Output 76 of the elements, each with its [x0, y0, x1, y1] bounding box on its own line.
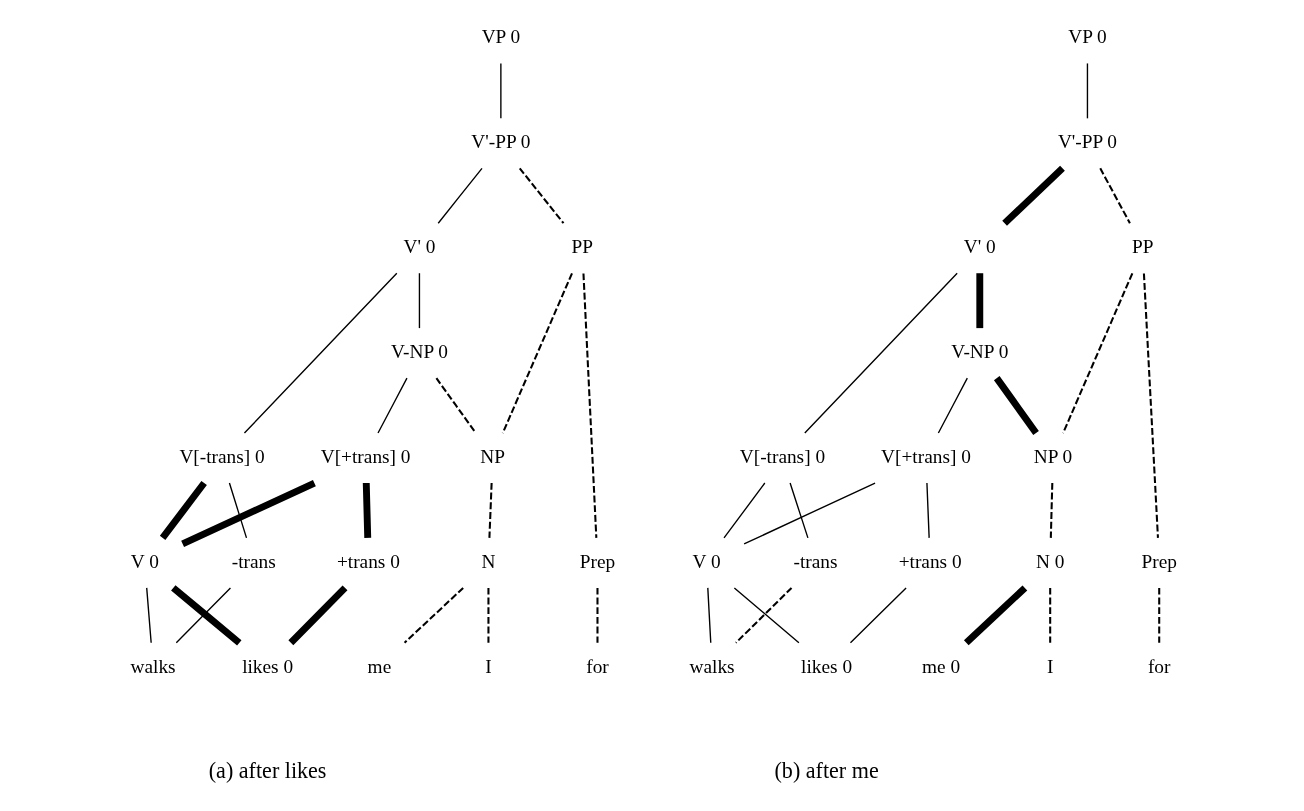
node-text: V 0: [692, 550, 721, 572]
connector: [181, 479, 316, 548]
node-text: V' 0: [963, 236, 996, 258]
connector: [146, 587, 152, 644]
connector: [743, 482, 876, 545]
connector: [582, 273, 598, 538]
node-text: PP: [571, 236, 594, 258]
node-text: Prep: [579, 550, 616, 572]
connector: [804, 272, 958, 434]
node-text: VP 0: [1068, 26, 1107, 48]
node-text: VP 0: [481, 26, 521, 48]
node-text: V[-trans] 0: [179, 446, 265, 468]
connector: [228, 482, 248, 539]
connector: [243, 272, 398, 434]
connector: [926, 482, 930, 539]
connector: [418, 272, 421, 329]
node-text: walks: [130, 655, 176, 677]
connector: [1049, 587, 1052, 643]
node-text: I: [1046, 655, 1054, 677]
connector: [288, 585, 348, 646]
node-text: likes 0: [801, 655, 853, 677]
connector: [993, 376, 1039, 435]
connector: [596, 587, 599, 643]
node-text: for: [586, 655, 609, 677]
connector: [1142, 273, 1159, 538]
connector: [488, 482, 493, 538]
connector: [707, 587, 712, 644]
node-text: PP: [1131, 236, 1154, 258]
connector: [175, 587, 232, 644]
connector: [518, 167, 565, 224]
connector: [1002, 165, 1065, 226]
node-text: V[+trans] 0: [881, 446, 971, 468]
node-text: likes 0: [242, 655, 294, 677]
node-text: me: [367, 655, 392, 677]
connector: [1049, 483, 1054, 538]
node-text: V' 0: [403, 236, 436, 258]
connector: [435, 377, 477, 434]
node-text: me 0: [922, 655, 961, 677]
connector: [963, 585, 1028, 646]
node-text: V[-trans] 0: [739, 446, 826, 468]
node-text: for: [1147, 655, 1171, 677]
connector: [171, 585, 242, 646]
connector: [789, 482, 809, 539]
node-text: NP 0: [1033, 446, 1073, 468]
node-text: N: [481, 550, 496, 572]
node-text: -trans: [793, 550, 838, 572]
node-text: -trans: [231, 550, 276, 572]
connector: [849, 587, 907, 644]
node-text: walks: [689, 655, 735, 677]
connector: [1086, 62, 1089, 119]
connector: [723, 482, 766, 539]
node-text: +trans 0: [336, 550, 400, 572]
connector: [377, 377, 408, 434]
node-text: V[+trans] 0: [320, 446, 411, 468]
node-text: N 0: [1035, 550, 1065, 572]
node-text: NP: [480, 446, 505, 468]
connector: [1158, 587, 1161, 643]
node-text: +trans 0: [898, 550, 962, 572]
label: (b) after me: [774, 757, 879, 783]
label: (a) after likes: [208, 757, 327, 783]
connector: [1062, 272, 1134, 434]
connector: [403, 587, 464, 644]
connector: [1099, 167, 1131, 224]
node-text: V-NP 0: [951, 341, 1009, 363]
node-text: Prep: [1141, 550, 1177, 572]
connector: [437, 167, 483, 224]
node-text: V'-PP 0: [471, 131, 531, 153]
connector: [937, 377, 968, 434]
node-text: V'-PP 0: [1057, 131, 1117, 153]
connector: [487, 587, 490, 643]
node-text: V-NP 0: [390, 341, 448, 363]
node-text: V 0: [130, 550, 159, 572]
connector: [501, 272, 573, 434]
node-text: I: [485, 655, 492, 677]
connector: [159, 480, 207, 540]
connector: [500, 62, 502, 119]
